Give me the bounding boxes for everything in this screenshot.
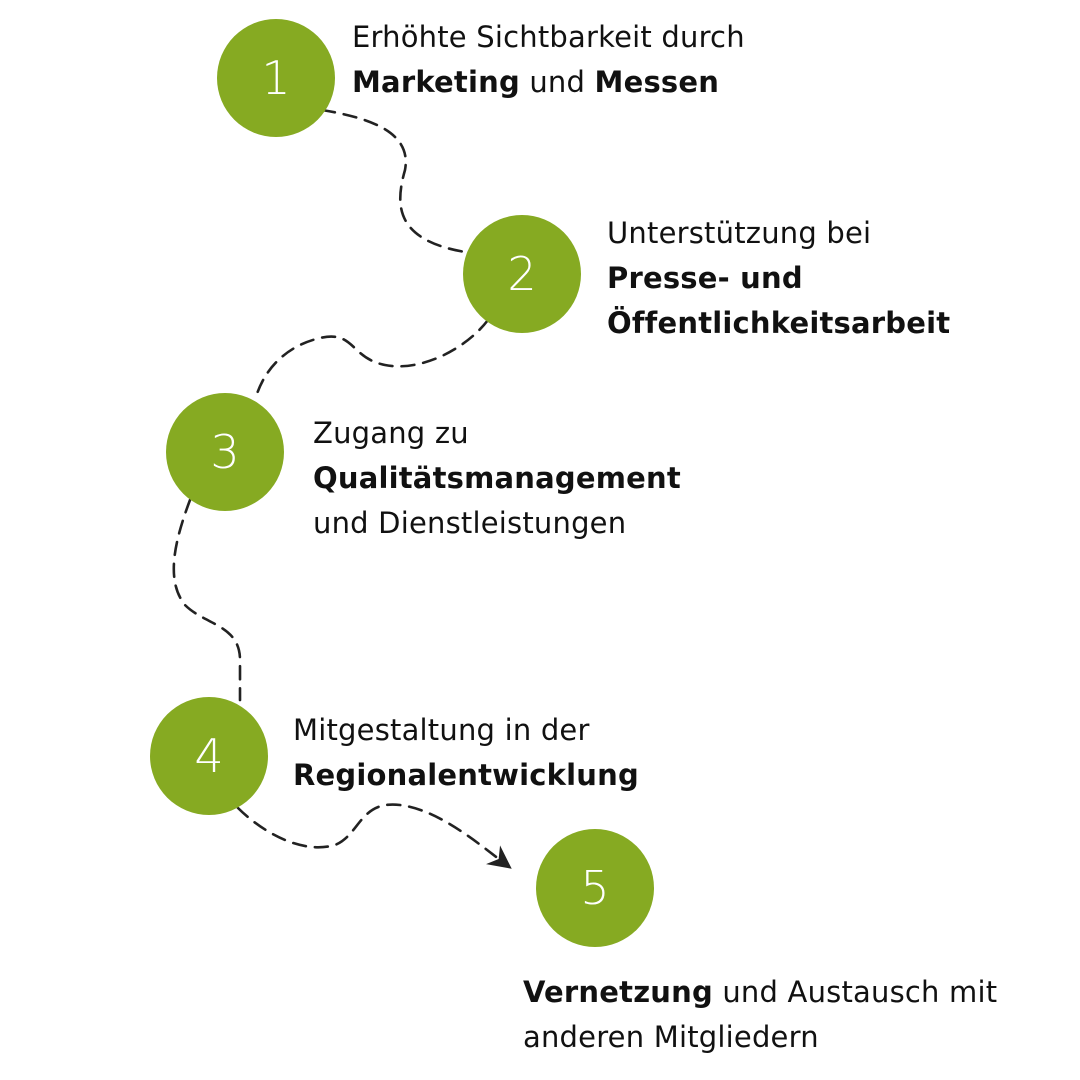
step-3-number: 3 (210, 425, 240, 479)
step-2-line: Öffentlichkeitsarbeit (607, 301, 950, 346)
step-3-text: Zugang zu Qualitätsmanagement und Dienstle… (313, 411, 681, 546)
emphasis-text: Regionalentwicklung (293, 758, 639, 792)
connector-4-5 (236, 803, 512, 869)
step-3-circle: 3 (166, 393, 284, 511)
step-5-circle: 5 (536, 829, 654, 947)
step-1-line: Erhöhte Sichtbarkeit durch (352, 15, 745, 60)
step-2-line: Unterstützung bei (607, 211, 950, 256)
step-3-line: Zugang zu (313, 411, 681, 456)
step-5-line: anderen Mitgliedern (523, 1015, 997, 1060)
body-text: anderen Mitgliedern (523, 1020, 819, 1054)
emphasis-text: Marketing (352, 65, 520, 99)
step-4-number: 4 (194, 729, 224, 783)
step-1-number: 1 (261, 51, 291, 105)
step-2-line: Presse- und (607, 256, 950, 301)
step-1-circle: 1 (217, 19, 335, 137)
step-5-number: 5 (580, 861, 610, 915)
step-2-circle: 2 (463, 215, 581, 333)
body-text: Mitgestaltung in der (293, 713, 590, 747)
step-4-line: Regionalentwicklung (293, 753, 639, 798)
connector-3-4 (172, 498, 242, 702)
step-4-line: Mitgestaltung in der (293, 708, 639, 753)
step-5-text: Vernetzung und Austausch mit anderen Mitg… (523, 970, 997, 1060)
body-text: und Austausch mit (712, 975, 998, 1009)
connector-1-2 (320, 108, 467, 254)
emphasis-text: Qualitätsmanagement (313, 461, 681, 495)
body-text: Zugang zu (313, 416, 469, 450)
body-text: und (519, 65, 595, 99)
step-2-number: 2 (507, 247, 537, 301)
step-5-line: Vernetzung und Austausch mit (523, 970, 997, 1015)
step-4-circle: 4 (150, 697, 268, 815)
body-text: Unterstützung bei (607, 216, 872, 250)
connector-2-3 (253, 318, 490, 402)
body-text: und Dienstleistungen (313, 506, 627, 540)
emphasis-text: Vernetzung (523, 975, 713, 1009)
step-3-line: und Dienstleistungen (313, 501, 681, 546)
step-3-line: Qualitätsmanagement (313, 456, 681, 501)
emphasis-text: Presse- und (607, 261, 803, 295)
emphasis-text: Öffentlichkeitsarbeit (607, 306, 951, 340)
body-text: Erhöhte Sichtbarkeit durch (352, 20, 745, 54)
emphasis-text: Messen (594, 65, 720, 99)
step-1-line: Marketing und Messen (352, 60, 745, 105)
